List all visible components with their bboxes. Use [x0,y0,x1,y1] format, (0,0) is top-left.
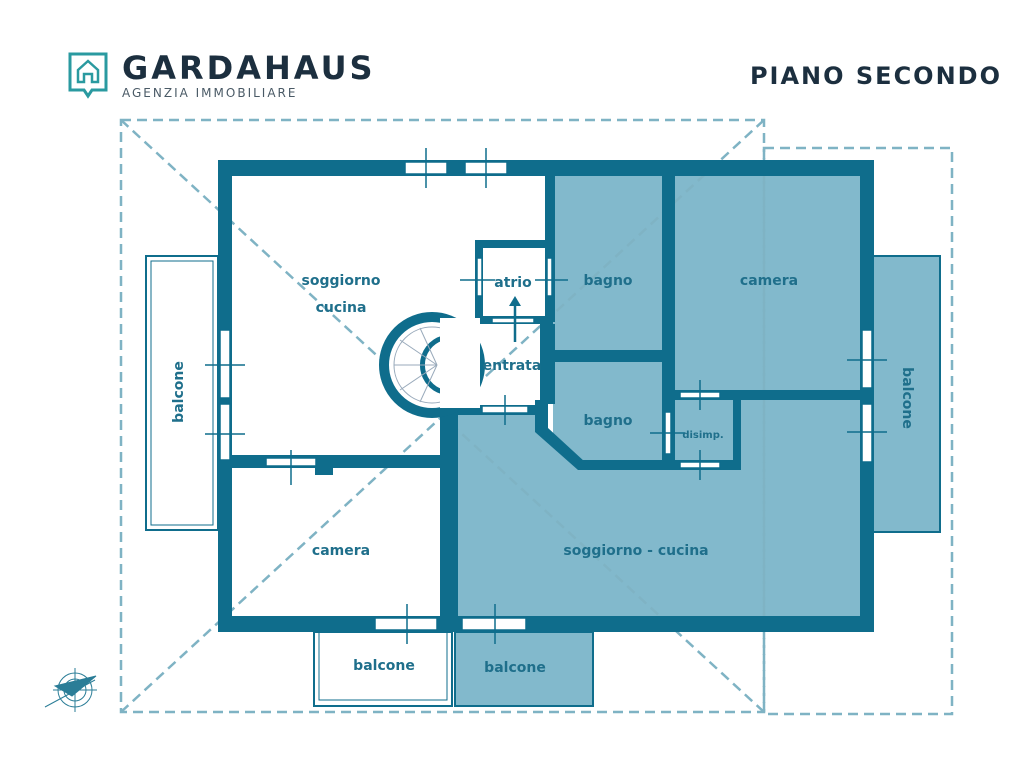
label-balcone-left: balcone [171,361,187,423]
label-camera-top: camera [740,273,798,289]
brand-name: GARDAHAUS [122,49,376,87]
label-disimpegno: disimp. [682,430,723,441]
label-cucina: cucina [316,300,367,316]
label-soggiorno-cucina: soggiorno - cucina [563,543,708,559]
compass-icon [44,668,97,712]
window-crosses [205,148,887,644]
walls [218,160,874,632]
floor-title: PIANO SECONDO [749,62,1002,90]
label-bagno-mid: bagno [583,413,632,429]
label-balcone-bottom-left: balcone [353,658,415,674]
label-atrio: atrio [494,275,532,291]
brand-tagline: AGENZIA IMMOBILIARE [122,86,298,100]
label-camera-left: camera [312,543,370,559]
label-bagno-top: bagno [583,273,632,289]
spiral-staircase [379,312,485,418]
house-logo-icon [68,52,108,99]
logo: GARDAHAUS AGENZIA IMMOBILIARE [68,52,376,100]
entry-arrow-icon [509,296,521,342]
label-soggiorno: soggiorno [302,273,381,289]
label-balcone-bottom-right: balcone [484,660,546,676]
label-entrata: entrata [483,358,542,374]
label-balcone-right: balcone [899,367,915,429]
